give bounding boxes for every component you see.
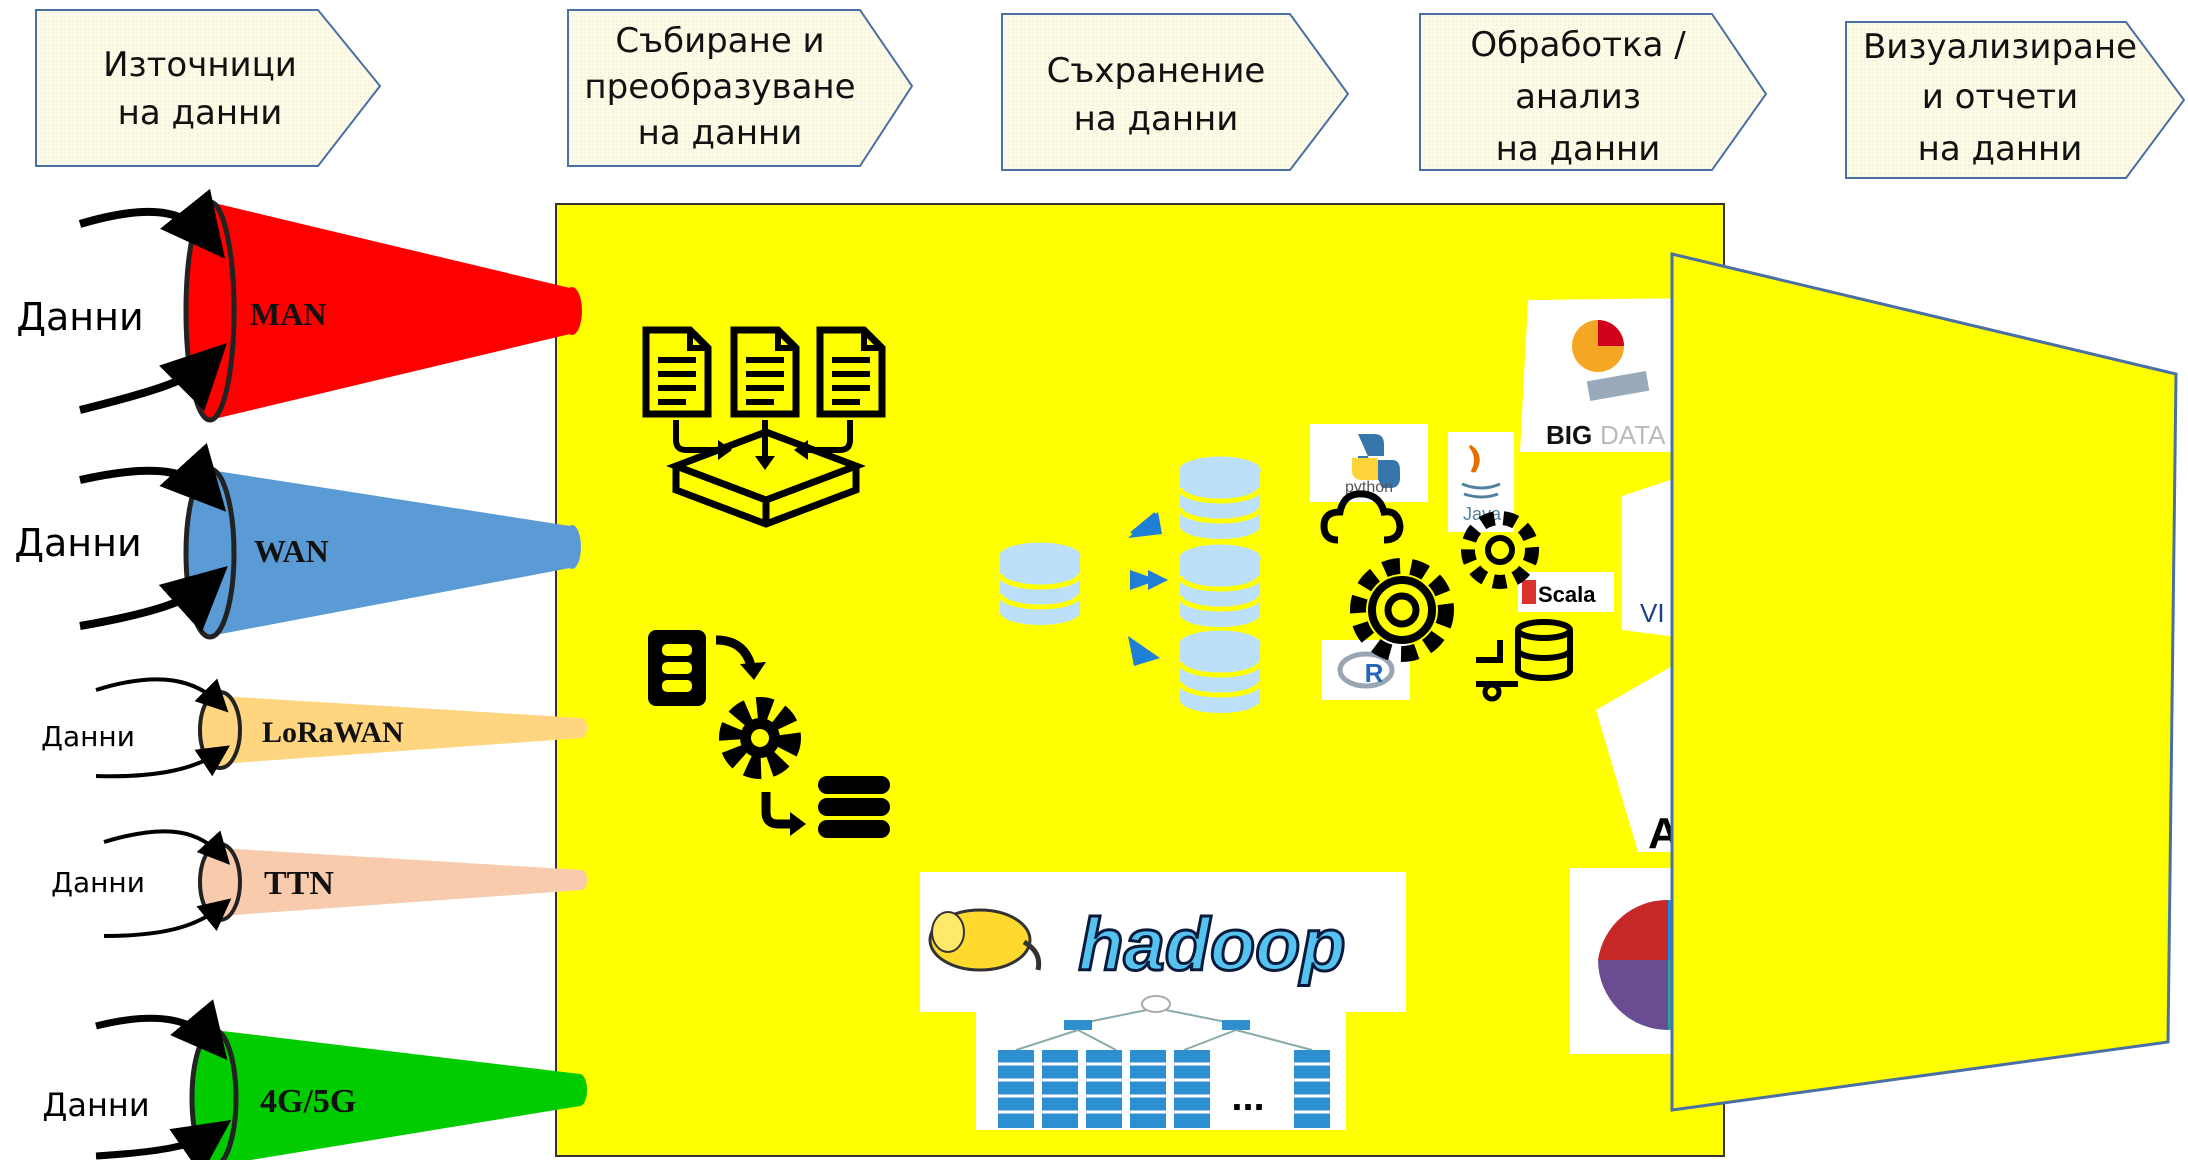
hadoop-logo: hadoop xyxy=(920,872,1406,1012)
stage-5-line-3: на данни xyxy=(1918,129,2083,169)
source-wan-network: WAN xyxy=(254,533,329,569)
data-transform-icon xyxy=(648,630,890,838)
source-lorawan: Данни LoRaWAN xyxy=(41,677,587,779)
big-data-data-label: DATA xyxy=(1600,420,1666,450)
source-4g5g-data-label: Данни xyxy=(42,1086,149,1124)
stage-5-line-1: Визуализиране xyxy=(1863,27,2137,67)
stage-2-line-1: Събиране и xyxy=(615,21,824,61)
python-logo: python xyxy=(1310,424,1428,502)
scala-label: Scala xyxy=(1538,582,1596,607)
scala-logo: Scala xyxy=(1518,572,1614,612)
source-wan-data-label: Данни xyxy=(14,521,141,565)
big-data-logo: BIG DATA xyxy=(1520,298,1700,452)
source-ttn: Данни TTN xyxy=(51,829,587,938)
source-man: Данни MAN xyxy=(16,188,582,423)
stage-1-line-1: Източници xyxy=(103,45,297,85)
stage-header-1: Източници на данни xyxy=(35,9,382,167)
stage-5-line-2: и отчети xyxy=(1922,77,2078,117)
r-label: R xyxy=(1365,658,1384,688)
source-lorawan-data-label: Данни xyxy=(41,720,135,753)
stage-3-line-2: на данни xyxy=(1074,99,1239,139)
documents-merge-icon xyxy=(646,330,882,528)
source-4g5g: Данни 4G/5G xyxy=(42,999,587,1160)
stage-header-2: Събиране и преобразуване на данни xyxy=(567,9,914,167)
stage-header-4: Обработка / анализ на данни xyxy=(1419,13,1768,171)
stage-2-line-2: преобразуване xyxy=(584,67,855,107)
stage-1-line-2: на данни xyxy=(118,93,283,133)
stage-4-line-2: анализ xyxy=(1515,77,1641,117)
source-man-network: MAN xyxy=(250,296,326,332)
visualization-screen xyxy=(1670,252,2178,1112)
source-4g5g-network: 4G/5G xyxy=(260,1083,356,1120)
stage-2-line-3: на данни xyxy=(638,113,803,153)
cloud-gears-database-icon xyxy=(1320,490,1573,702)
source-man-data-label: Данни xyxy=(16,295,143,339)
stage-4-line-3: на данни xyxy=(1496,129,1661,169)
stage-header-5: Визуализиране и отчети на данни xyxy=(1845,21,2186,179)
database-distribution-icon xyxy=(1000,457,1260,713)
source-wan: Данни WAN xyxy=(14,442,581,640)
stage-3-line-1: Съхранение xyxy=(1047,51,1266,91)
partial-logo-v-label: VI xyxy=(1640,598,1665,628)
server-cluster: ... xyxy=(976,992,1346,1130)
source-lorawan-network: LoRaWAN xyxy=(262,716,404,749)
stage-header-3: Съхранение на данни xyxy=(1001,13,1350,171)
source-ttn-network: TTN xyxy=(264,865,334,902)
ellipsis-label: ... xyxy=(1231,1075,1264,1119)
stage-4-line-1: Обработка / xyxy=(1470,25,1686,65)
big-data-big-label: BIG xyxy=(1546,420,1592,450)
source-ttn-data-label: Данни xyxy=(51,866,145,899)
hadoop-label: hadoop xyxy=(1078,903,1345,986)
r-logo: R xyxy=(1322,640,1410,700)
